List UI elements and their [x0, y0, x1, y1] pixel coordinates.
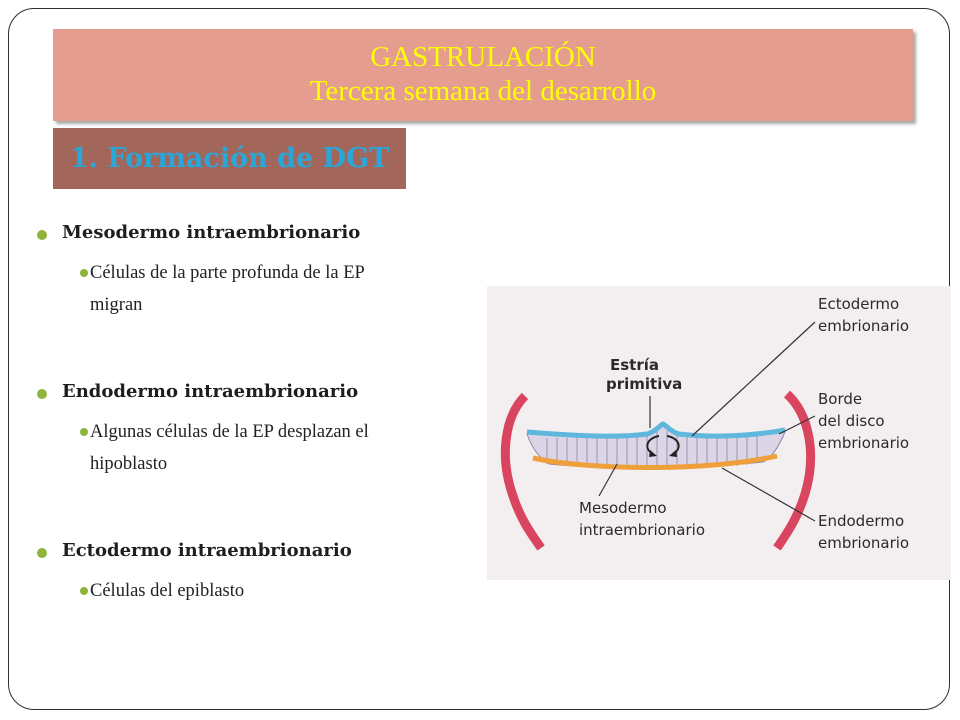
ectoderm-layer	[526, 421, 786, 439]
arrowhead-left	[649, 450, 657, 457]
label-estria-1: Estría	[610, 356, 659, 374]
sub-bullet-line: Algunas células de la EP desplazan el	[90, 422, 369, 442]
title-line-2: Tercera semana del desarrollo	[309, 75, 657, 107]
sub-bullet-ectodermo: Células del epiblasto	[80, 575, 244, 607]
slide-title: GASTRULACIÓN Tercera semana del desarrol…	[53, 29, 913, 121]
sub-bullet-endodermo: Algunas células de la EP desplazan el hi…	[80, 416, 369, 480]
label-mesodermo-2: intraembrionario	[579, 521, 705, 539]
leader-borde	[778, 415, 816, 435]
left-wall	[500, 392, 545, 551]
endoderm-layer	[532, 453, 778, 470]
bullet-heading: Ectodermo intraembrionario	[62, 540, 352, 561]
label-ectodermo-1: Ectodermo	[818, 295, 899, 313]
embryo-diagram: Estría primitiva Ectodermo embrionario B…	[487, 286, 951, 580]
label-borde-1: Borde	[818, 390, 862, 408]
bullet-heading: Mesodermo intraembrionario	[62, 222, 361, 243]
bullet-mesodermo: Mesodermo intraembrionario	[37, 222, 360, 243]
right-wall	[773, 390, 815, 551]
leader-ectodermo	[691, 321, 816, 437]
sub-bullet-line: migran	[90, 295, 143, 315]
label-estria-2: primitiva	[606, 375, 682, 393]
arrowhead-right	[669, 450, 677, 457]
sub-bullet-mesodermo: Células de la parte profunda de la EP mi…	[80, 257, 365, 321]
bullet-ectodermo: Ectodermo intraembrionario	[37, 540, 352, 561]
sub-bullet-line: Células del epiblasto	[90, 581, 245, 601]
sub-bullet-line: Células de la parte profunda de la EP	[90, 263, 365, 283]
bullet-heading: Endodermo intraembrionario	[62, 381, 359, 402]
section-heading: 1. Formación de DGT	[53, 128, 406, 189]
title-line-1: GASTRULACIÓN	[370, 41, 596, 73]
label-borde-3: embrionario	[818, 434, 909, 452]
label-endodermo-1: Endodermo	[818, 512, 904, 530]
label-ectodermo-2: embrionario	[818, 317, 909, 335]
bullet-endodermo: Endodermo intraembrionario	[37, 381, 358, 402]
leader-mesodermo	[598, 463, 618, 497]
label-endodermo-2: embrionario	[818, 534, 909, 552]
leader-endodermo	[721, 467, 816, 522]
sub-bullet-line: hipoblasto	[90, 454, 168, 474]
label-mesodermo-1: Mesodermo	[579, 499, 667, 517]
label-borde-2: del disco	[818, 412, 885, 430]
